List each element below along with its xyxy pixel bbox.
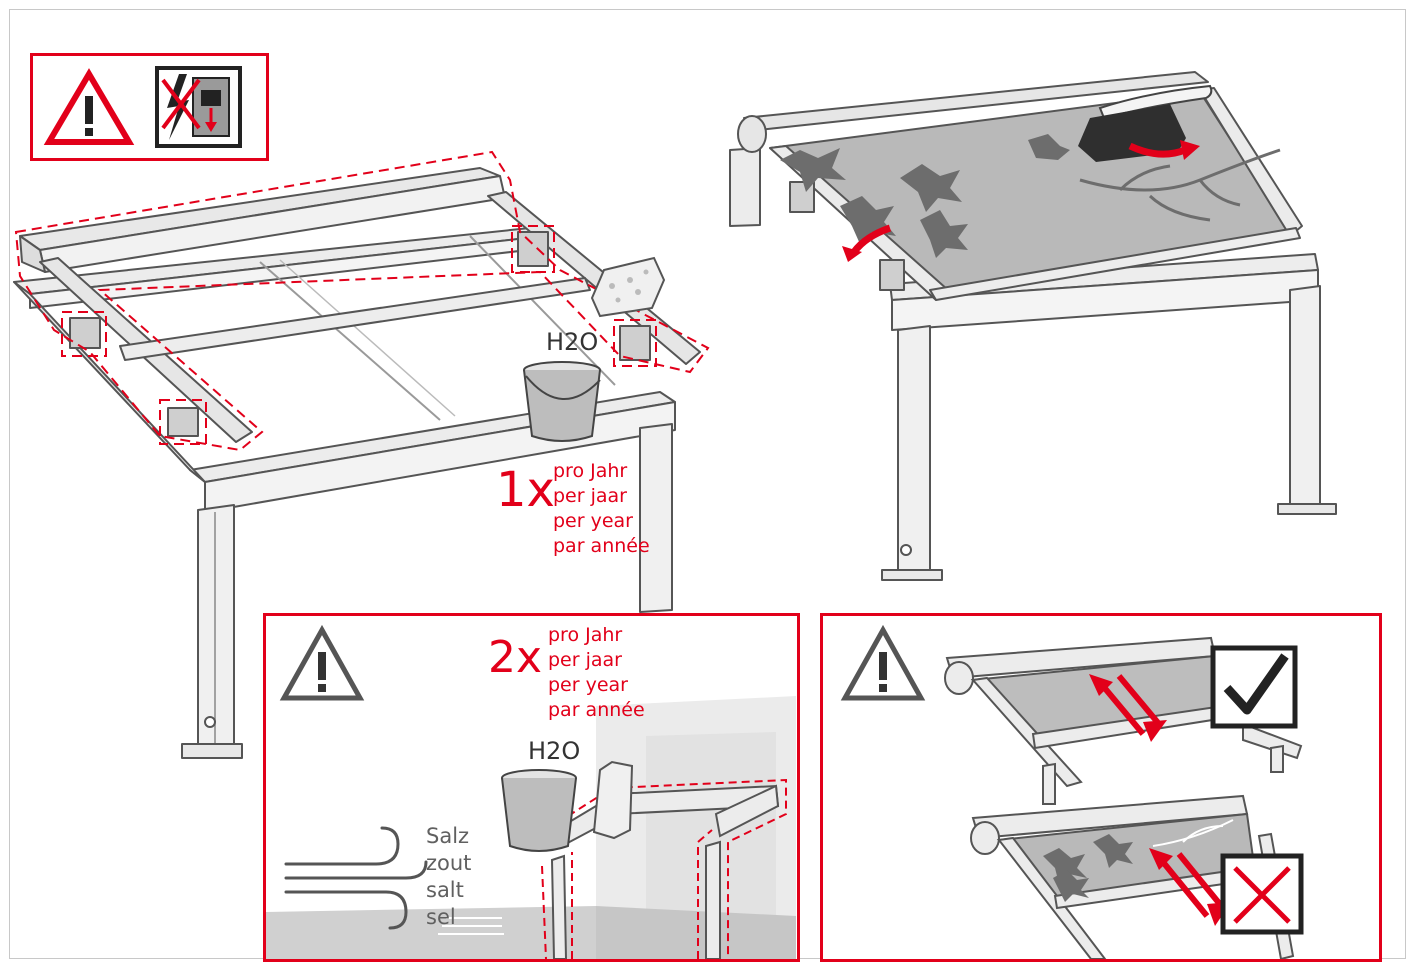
warning-icon <box>279 624 365 701</box>
bucket-icon <box>523 361 601 442</box>
frequency-line: pro Jahr <box>553 460 628 482</box>
cross-icon <box>1220 853 1304 935</box>
power-warning-graphics <box>43 66 242 148</box>
frequency-line: per year <box>548 674 628 696</box>
sponge-icon <box>590 256 666 318</box>
power-warning-box <box>30 53 269 161</box>
frequency-line: per jaar <box>553 485 627 507</box>
salt-line: Salz <box>426 824 470 848</box>
sponge-icon <box>592 760 634 840</box>
retraction-graphics <box>840 624 1304 959</box>
bucket-icon <box>501 769 577 852</box>
salt-line: zout <box>426 851 472 875</box>
water-label: H2O <box>546 328 599 356</box>
salt-text: Salz zout salt sel <box>426 823 471 931</box>
frequency-line: per year <box>553 510 633 532</box>
frequency-count: 2x <box>488 632 543 683</box>
awning-brushing-illustration <box>729 71 1337 581</box>
warning-icon <box>840 624 926 701</box>
coastal-cleaning-box: H2O 2x pro Jahr per jaar per year par an… <box>263 613 800 962</box>
coastal-cleaning-graphics <box>266 624 796 959</box>
frequency-line: par année <box>553 535 650 557</box>
check-icon <box>1210 645 1298 729</box>
brush-icon <box>1078 84 1213 162</box>
frequency-line: pro Jahr <box>548 624 623 646</box>
salt-line: sel <box>426 905 456 929</box>
frequency-text: pro Jahr per jaar per year par année <box>553 459 650 559</box>
retraction-warning-box <box>820 613 1382 962</box>
wind-icon <box>284 826 428 930</box>
frequency-count: 1x <box>496 462 555 518</box>
disconnect-power-icon <box>155 66 242 148</box>
warning-icon <box>43 68 135 145</box>
frequency-text: pro Jahr per jaar per year par année <box>548 623 645 723</box>
water-label: H2O <box>528 737 581 765</box>
salt-line: salt <box>426 878 464 902</box>
frequency-line: per jaar <box>548 649 622 671</box>
frequency-line: par année <box>548 699 645 721</box>
awning-cleaning-illustration <box>13 150 710 759</box>
